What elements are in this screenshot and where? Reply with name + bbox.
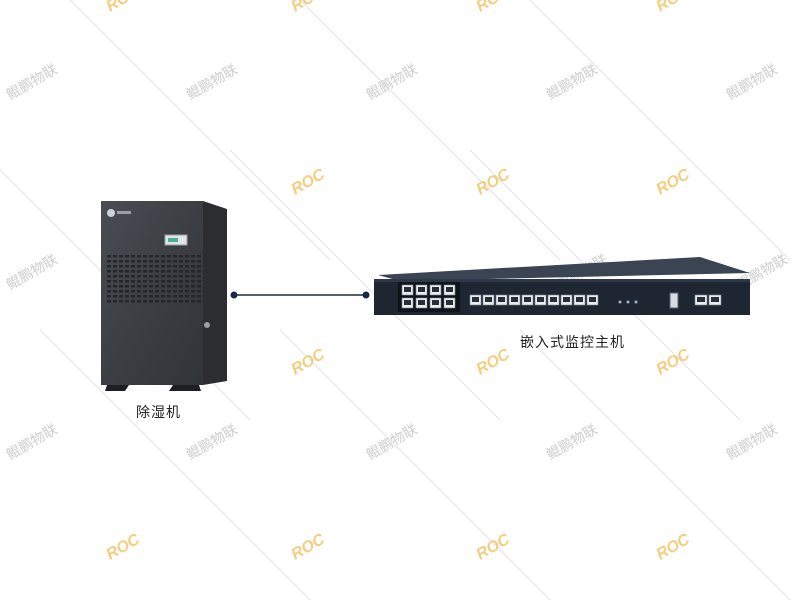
connector-dot-left bbox=[230, 291, 238, 299]
led-indicator-icon bbox=[626, 300, 630, 304]
controller-label: 嵌入式监控主机 bbox=[520, 335, 625, 351]
led-indicator-icon bbox=[634, 300, 638, 304]
dehumidifier-image bbox=[101, 201, 227, 391]
dehumidifier-side-panel bbox=[203, 201, 227, 385]
port-row-2 bbox=[694, 294, 722, 306]
controller-image bbox=[374, 257, 750, 315]
brand-logo-icon bbox=[107, 209, 115, 217]
left-foot bbox=[105, 385, 129, 391]
connector-dot-right bbox=[362, 291, 370, 299]
right-foot bbox=[169, 385, 201, 391]
led-indicator-icon bbox=[618, 300, 622, 304]
port-row-10 bbox=[469, 294, 599, 306]
usb-port-icon bbox=[669, 292, 679, 309]
vent-grille bbox=[107, 255, 201, 303]
controller-top-face bbox=[378, 257, 750, 281]
side-knob-icon bbox=[204, 322, 210, 328]
dehumidifier-label: 除湿机 bbox=[136, 405, 181, 421]
